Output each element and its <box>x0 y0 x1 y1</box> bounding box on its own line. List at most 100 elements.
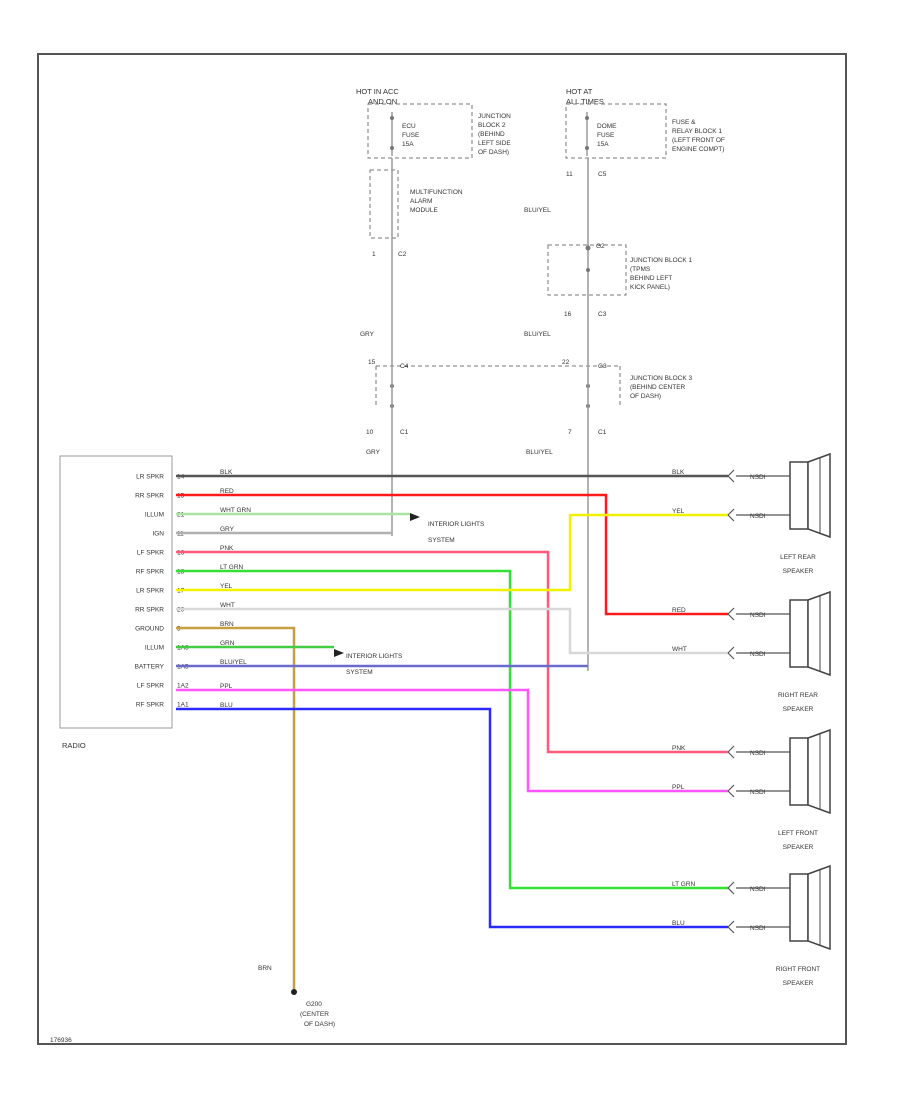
pin-7-label: 7 <box>568 429 572 436</box>
fuse-ecu-line-1: ECU <box>402 123 416 130</box>
hot-all-label: HOT AT <box>566 87 593 96</box>
speaker-pin-label: NSDI <box>750 513 766 520</box>
speaker-connector <box>727 646 735 660</box>
speaker-name: SPEAKER <box>783 568 814 575</box>
pin-c4-label: C4 <box>400 363 409 370</box>
wire-bluyel-label-a: BLU/YEL <box>524 207 551 214</box>
fuse-ecu-terminal-bottom <box>390 146 394 150</box>
radio-pin-number: 1A2 <box>177 683 189 690</box>
wire-color-label: BLU/YEL <box>220 659 247 666</box>
radio-pin-label: ILLUM <box>145 512 164 519</box>
speaker-pin-label: NSDI <box>750 789 766 796</box>
wire-color-label: BLK <box>220 469 233 476</box>
fuse-ecu-terminal <box>390 116 394 120</box>
wire-yel-lr <box>176 513 728 592</box>
wire-red-rr <box>176 493 728 616</box>
speaker-wire-label: WHT <box>672 646 687 653</box>
wire-color-label: BRN <box>220 621 234 628</box>
interior-lights-1-line-1: INTERIOR LIGHTS <box>428 521 485 528</box>
interior-lights-1-line-2: SYSTEM <box>428 537 455 544</box>
radio-box <box>59 455 173 729</box>
fuse-relay-block-1-box <box>565 103 667 159</box>
jb1-line-4: KICK PANEL) <box>630 284 670 291</box>
frb1-line-1: FUSE & <box>672 119 696 126</box>
diagram-code: 176936 <box>50 1037 72 1044</box>
speaker-name: LEFT REAR <box>780 554 816 561</box>
speaker-connector <box>727 745 735 759</box>
ground-wire-label: BRN <box>258 965 272 972</box>
speaker-wire-label: BLU <box>672 920 685 927</box>
jb2-line-2: BLOCK 2 <box>478 122 506 129</box>
speaker-connector <box>727 784 735 798</box>
speaker-pin-label: NSDI <box>750 651 766 658</box>
multifunction-alarm-module-box <box>369 169 399 239</box>
radio-label: RADIO <box>62 741 86 750</box>
interior-lights-2: INTERIOR LIGHTS SYSTEM <box>334 649 403 676</box>
mfam-line-3: MODULE <box>410 207 438 214</box>
jb1-line-1: JUNCTION BLOCK 1 <box>630 257 693 264</box>
speaker-name: LEFT FRONT <box>778 830 818 837</box>
ground-name: G200 <box>306 1001 322 1008</box>
speaker-cone-icon <box>807 452 831 539</box>
pin-15-label: 15 <box>368 359 376 366</box>
interior-lights-arrow-1 <box>410 513 420 521</box>
junction-block-1-box <box>547 244 627 296</box>
mfam-line-1: MULTIFUNCTION <box>410 189 463 196</box>
speaker-cone-icon <box>807 590 831 677</box>
speaker-cone-icon <box>807 728 831 815</box>
speaker-wire-label: PNK <box>672 745 686 752</box>
wire-bluyel-label-b: BLU/YEL <box>524 331 551 338</box>
speaker-connector <box>727 881 735 895</box>
wire-color-label: YEL <box>220 583 233 590</box>
pin-g2-label: G2 <box>596 243 605 250</box>
wire-color-label: RED <box>220 488 234 495</box>
fuse-dome-line-1: DOME <box>597 123 617 130</box>
speaker-wire-label: PPL <box>672 784 685 791</box>
wire-color-label: WHT <box>220 602 235 609</box>
fuse-dome-terminal-bottom <box>585 146 589 150</box>
jb3-line-1: JUNCTION BLOCK 3 <box>630 375 693 382</box>
fuse-ecu-line-3: 15A <box>402 141 414 148</box>
speaker-connector <box>727 920 735 934</box>
speaker-connector <box>727 469 735 483</box>
radio-pin-label: LR SPKR <box>136 588 164 595</box>
wire-gry-label-a: GRY <box>360 331 375 338</box>
pin-10-label: 10 <box>366 429 374 436</box>
pin-c3-label: C3 <box>598 311 607 318</box>
wire-wht-rr <box>176 607 728 655</box>
radio-pin-label: RR SPKR <box>135 607 164 614</box>
speaker-name: RIGHT FRONT <box>776 966 820 973</box>
speaker-wire-label: BLK <box>672 469 685 476</box>
interior-lights-arrow-2 <box>334 649 344 657</box>
all-times-label: ALL TIMES <box>566 97 604 106</box>
speaker-name: RIGHT REAR <box>778 692 818 699</box>
radio-pin-label: LF SPKR <box>137 683 164 690</box>
wire-color-label: WHT GRN <box>220 507 251 514</box>
speaker-magnet-icon <box>789 873 809 942</box>
radio-pin-label: RF SPKR <box>136 569 164 576</box>
speaker-pin-label: NSDI <box>750 612 766 619</box>
speaker-magnet-icon <box>789 599 809 668</box>
pin-g3-label: G3 <box>598 363 607 370</box>
wire-gry-label-b: GRY <box>366 449 381 456</box>
speaker-wire-label: YEL <box>672 508 685 515</box>
wire-color-label: PPL <box>220 683 233 690</box>
speaker-pin-label: NSDI <box>750 750 766 757</box>
radio-pin-label: GROUND <box>135 626 164 633</box>
wire-color-label: GRY <box>220 526 235 533</box>
wire-pnk-lf <box>176 550 728 754</box>
speaker-cone-icon <box>807 864 831 951</box>
interior-lights-2-line-2: SYSTEM <box>346 669 373 676</box>
junction-block-2-box <box>367 103 473 159</box>
speaker-magnet-icon <box>789 461 809 530</box>
speaker-magnet-icon <box>789 737 809 806</box>
speaker-pin-label: NSDI <box>750 474 766 481</box>
wire-color-label: BLU <box>220 702 233 709</box>
wire-brn-gnd <box>176 626 296 990</box>
jb3-line-3: OF DASH) <box>630 393 661 400</box>
frb1-line-2: RELAY BLOCK 1 <box>672 128 722 135</box>
wire-bluyel-label-c: BLU/YEL <box>526 449 553 456</box>
speaker-connector <box>727 508 735 522</box>
